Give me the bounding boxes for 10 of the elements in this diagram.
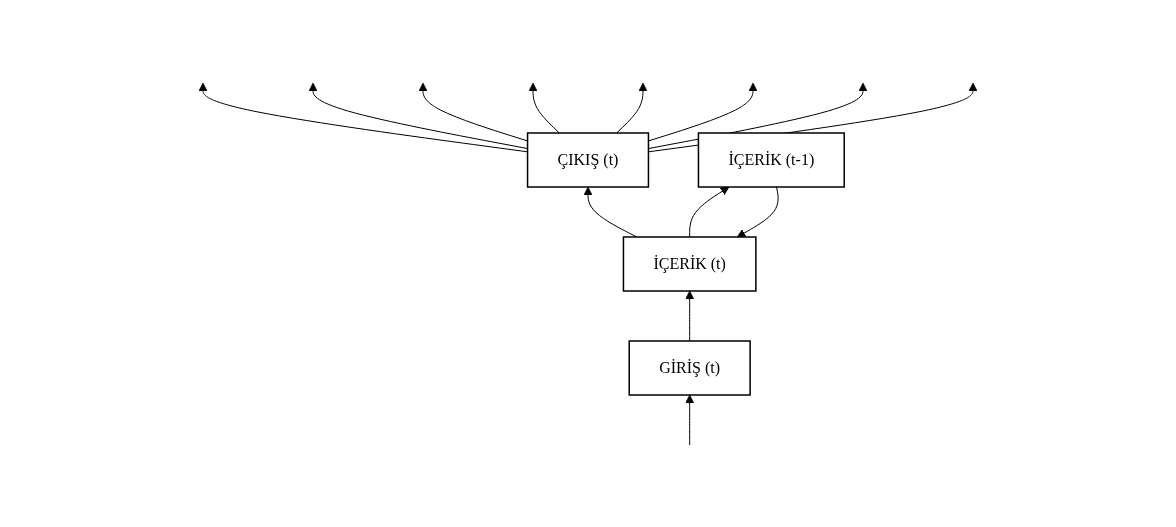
layer-box: İÇERİK (t-1) <box>697 131 845 188</box>
arrow <box>736 186 779 237</box>
arrow <box>685 290 695 341</box>
layer-box: ÇIKIŞ (t) <box>526 131 650 188</box>
arrow <box>689 186 730 237</box>
arrow <box>616 82 648 133</box>
arrow <box>685 394 695 445</box>
layer-box: İÇERİK (t) <box>622 235 757 292</box>
layer-box: GİRİŞ (t) <box>628 339 751 396</box>
arrow <box>528 82 560 133</box>
